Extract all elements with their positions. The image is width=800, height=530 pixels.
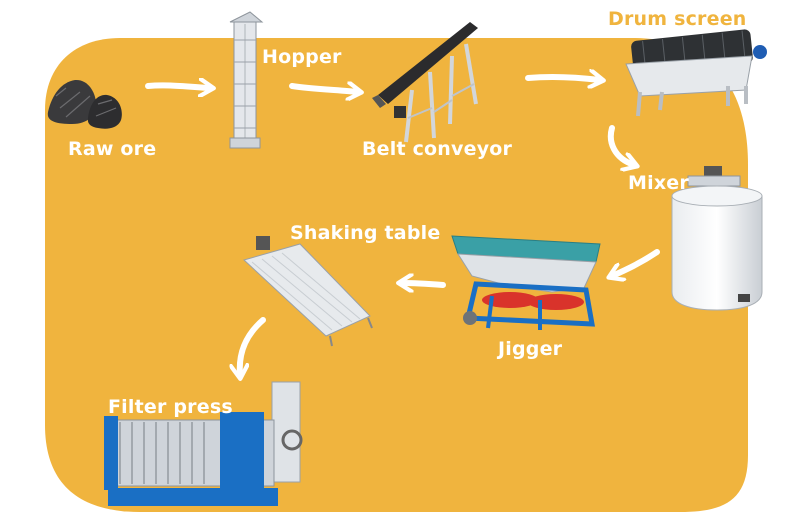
step-label-hopper: Hopper <box>262 46 342 68</box>
mixer-icon <box>671 166 763 311</box>
arrow-jigger-to-table <box>402 283 446 285</box>
ore-icon <box>47 79 122 129</box>
step-label-belt-conveyor: Belt conveyor <box>362 138 513 160</box>
arrow-hopper-to-conveyor <box>289 86 358 92</box>
shaking-table-icon <box>243 236 373 347</box>
arrow-conveyor-to-drum <box>525 77 600 80</box>
step-label-raw-ore: Raw ore <box>68 138 157 160</box>
step-label-jigger: Jigger <box>498 338 563 360</box>
arrow-drum-to-mixer <box>607 125 634 165</box>
belt-conveyor-icon <box>372 22 478 143</box>
drum-screen-icon <box>625 29 767 117</box>
jigger-icon <box>451 235 601 330</box>
step-label-shaking-table: Shaking table <box>290 222 441 244</box>
filter-press-icon <box>104 381 303 506</box>
step-label-mixer: Mixer <box>628 172 689 194</box>
step-label-filter-press: Filter press <box>108 396 233 418</box>
arrow-mixer-to-jigger <box>612 249 660 276</box>
flow-arrows <box>145 77 660 375</box>
arrow-table-to-filter <box>240 317 266 375</box>
hopper-icon <box>229 11 264 149</box>
step-label-drum-screen: Drum screen <box>608 8 747 30</box>
arrow-ore-to-hopper <box>145 85 210 88</box>
